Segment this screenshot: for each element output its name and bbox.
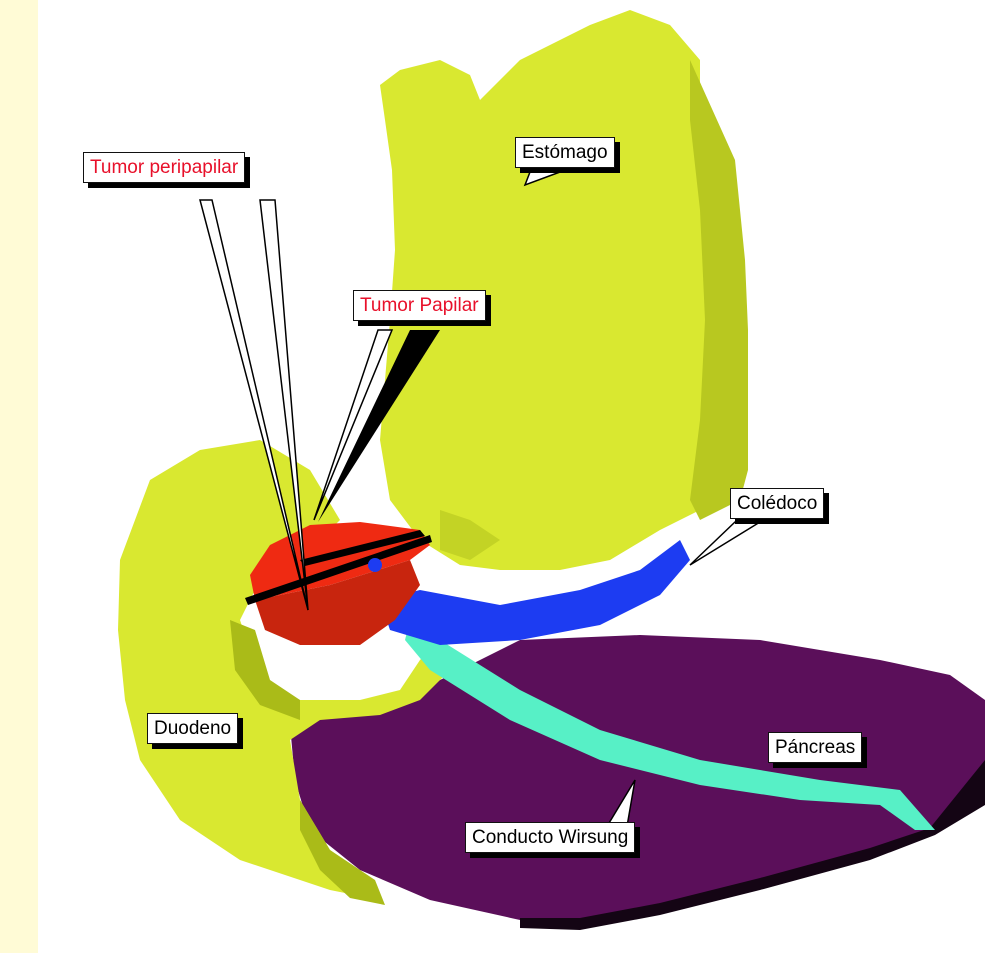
label-pancreas: Páncreas [768, 732, 862, 763]
label-tumor-peripapilar: Tumor peripapilar [83, 152, 245, 183]
label-tumor-papilar: Tumor Papilar [353, 290, 486, 321]
label-coledoco: Colédoco [730, 488, 824, 519]
label-duodeno: Duodeno [147, 713, 238, 744]
label-estomago: Estómago [515, 137, 615, 168]
label-conducto-wirsung: Conducto Wirsung [465, 822, 635, 853]
